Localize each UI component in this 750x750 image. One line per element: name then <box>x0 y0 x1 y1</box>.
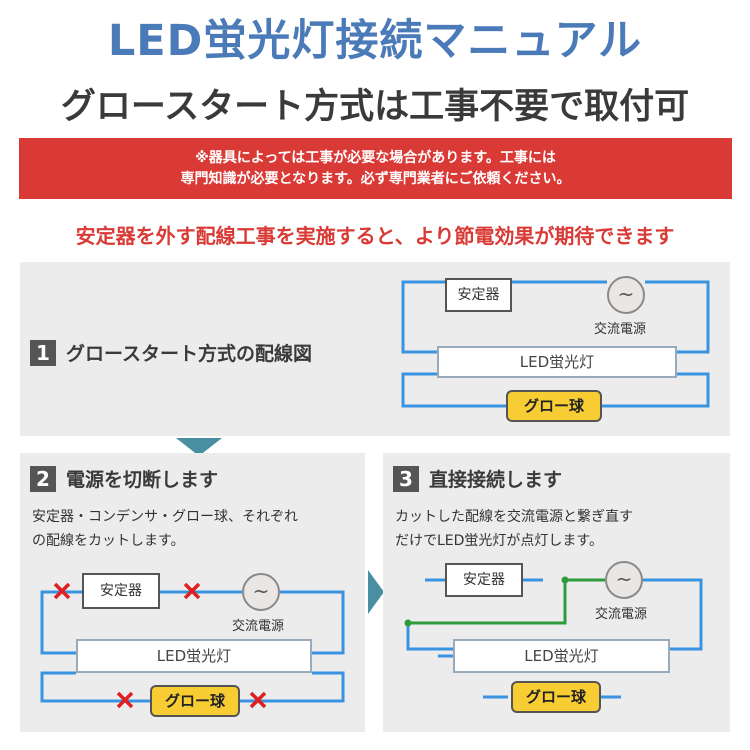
step2-title: 電源を切断します <box>66 469 219 491</box>
ballast-box: 安定器 <box>445 278 512 312</box>
step2-description: 安定器・コンデンサ・グロー球、それぞれ の配線をカットします。 <box>32 505 298 553</box>
ac-source-icon: ~ <box>605 561 643 599</box>
step3-title: 直接接続します <box>429 469 563 491</box>
led-tube-label: LED蛍光灯 <box>519 353 595 371</box>
step3-desc-line-2: だけでLED蛍光灯が点灯します。 <box>395 533 604 549</box>
glow-bulb: グロー球 <box>506 390 602 422</box>
arrow-down-icon <box>176 438 222 456</box>
ballast-box: 安定器 <box>445 563 523 597</box>
glow-bulb: グロー球 <box>150 685 240 717</box>
ac-source-label: 交流電源 <box>595 607 648 622</box>
led-tube: LED蛍光灯 <box>76 639 312 673</box>
energy-saving-headline: 安定器を外す配線工事を実施すると、より節電効果が期待できます <box>75 224 675 248</box>
step1-panel: 1 グロースタート方式の配線図 安定器 ~ 交流電源 LED蛍光灯 グロー球 <box>20 262 730 436</box>
step2-number: 2 <box>30 465 56 492</box>
step3-panel: 3 直接接続します カットした配線を交流電源と繋ぎ直す だけでLED蛍光灯が点灯… <box>383 453 730 732</box>
step2-desc-line-2: の配線をカットします。 <box>32 533 185 549</box>
led-tube-label: LED蛍光灯 <box>524 647 599 665</box>
step2-panel: 2 電源を切断します 安定器・コンデンサ・グロー球、それぞれ の配線をカットしま… <box>20 453 365 732</box>
step3-desc-line-1: カットした配線を交流電源と繋ぎ直す <box>395 509 633 525</box>
ac-source-icon: ~ <box>242 573 280 611</box>
page-title: LED蛍光灯接続マニュアル <box>107 16 643 66</box>
step1-header: 1 グロースタート方式の配線図 <box>30 339 312 366</box>
ballast-box: 安定器 <box>82 573 160 609</box>
step2-header: 2 電源を切断します <box>30 465 218 492</box>
step3-number: 3 <box>393 465 419 492</box>
step3-header: 3 直接接続します <box>393 465 562 492</box>
led-tube: LED蛍光灯 <box>453 639 670 673</box>
ac-source-label: 交流電源 <box>232 619 285 634</box>
led-tube-label: LED蛍光灯 <box>156 647 232 665</box>
arrow-right-icon <box>368 570 384 614</box>
glow-bulb: グロー球 <box>511 681 601 713</box>
ac-source-label: 交流電源 <box>594 322 647 337</box>
step3-description: カットした配線を交流電源と繋ぎ直す だけでLED蛍光灯が点灯します。 <box>395 505 633 553</box>
notice-line-2: 専門知識が必要となります。必ず専門業者にご依頼ください。 <box>180 171 571 187</box>
step2-desc-line-1: 安定器・コンデンサ・グロー球、それぞれ <box>32 509 298 525</box>
notice-banner: ※器具によっては工事が必要な場合があります。工事には 専門知識が必要となります。… <box>19 138 732 199</box>
step1-title: グロースタート方式の配線図 <box>66 343 313 365</box>
notice-line-1: ※器具によっては工事が必要な場合があります。工事には <box>195 150 556 166</box>
step1-number: 1 <box>30 339 56 366</box>
ac-source-icon: ~ <box>607 276 645 314</box>
led-tube: LED蛍光灯 <box>437 346 677 378</box>
page-subtitle: グロースタート方式は工事不要で取付可 <box>60 87 690 127</box>
